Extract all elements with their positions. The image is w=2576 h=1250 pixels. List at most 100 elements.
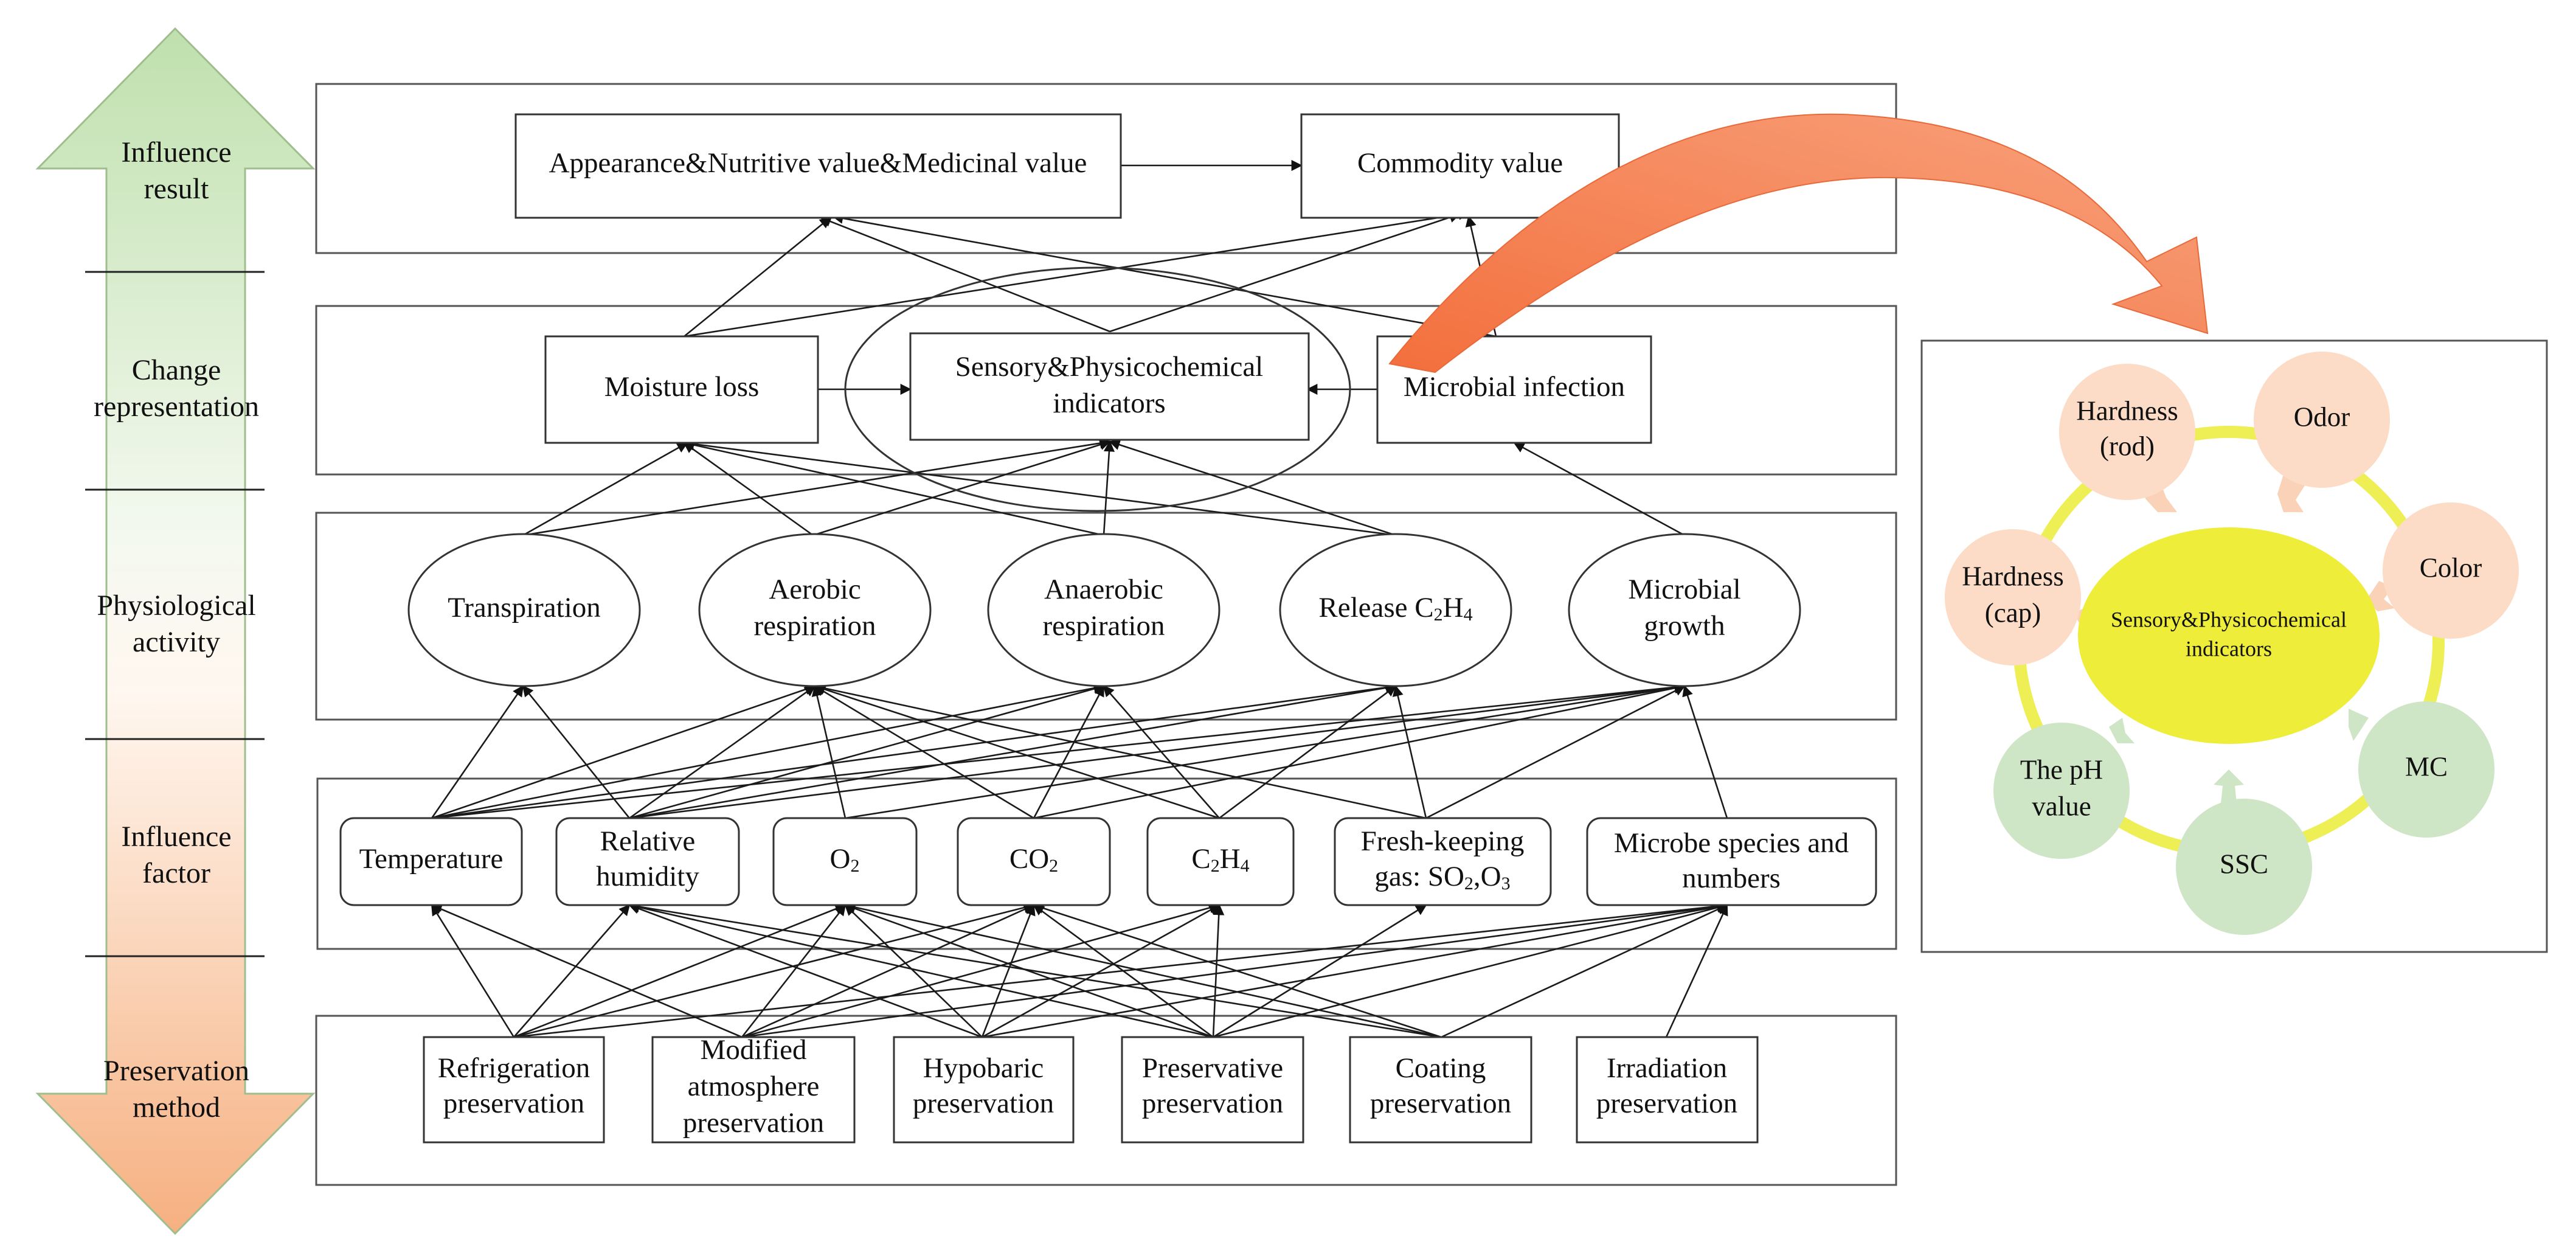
node-o2: O2 — [772, 817, 918, 906]
svg-text:preservation: preservation — [1142, 1088, 1283, 1119]
sensory-group-ellipse — [844, 266, 1351, 512]
svg-text:Preservation: Preservation — [103, 1055, 249, 1087]
svg-text:preservation: preservation — [1370, 1088, 1511, 1119]
svg-text:gas: SO2,O3: gas: SO2,O3 — [1374, 861, 1510, 894]
node-appearance-value: Appearance&Nutritive value&Medicinal val… — [514, 113, 1122, 219]
svg-text:Microbe species and: Microbe species and — [1614, 827, 1849, 859]
node-refrigeration: Refrigeration preservation — [423, 1036, 605, 1144]
svg-text:respiration: respiration — [1043, 610, 1165, 642]
node-modified-atmosphere: Modified atmosphere preservation — [651, 1034, 856, 1144]
panel-mc: MC — [2358, 701, 2495, 838]
svg-text:numbers: numbers — [1682, 863, 1781, 894]
svg-text:activity: activity — [133, 626, 220, 658]
svg-text:Anaerobic: Anaerobic — [1044, 574, 1163, 605]
svg-text:Preservative: Preservative — [1142, 1052, 1283, 1084]
node-microbial-growth: Microbial growth — [1568, 533, 1801, 687]
svg-text:method: method — [133, 1091, 220, 1123]
edges — [431, 159, 1728, 1038]
svg-text:C2H4: C2H4 — [1191, 843, 1249, 876]
svg-text:Relative: Relative — [600, 825, 696, 857]
svg-text:humidity: humidity — [596, 861, 699, 892]
svg-text:growth: growth — [1644, 610, 1725, 642]
svg-text:Transpiration: Transpiration — [448, 592, 601, 623]
svg-text:Microbial: Microbial — [1628, 574, 1740, 605]
svg-text:representation: representation — [94, 391, 259, 423]
svg-text:Moisture loss: Moisture loss — [604, 371, 760, 403]
node-temperature: Temperature — [339, 817, 523, 906]
svg-text:Hardness: Hardness — [1962, 561, 2063, 591]
side-label-physiological-activity: Physiological activity — [97, 589, 255, 658]
svg-text:value: value — [2032, 791, 2091, 821]
side-label-change-representation: Change representation — [94, 354, 259, 423]
svg-text:Influence: Influence — [121, 821, 231, 853]
svg-text:Microbial infection: Microbial infection — [1404, 371, 1625, 403]
svg-text:Irradiation: Irradiation — [1607, 1052, 1727, 1084]
node-transpiration: Transpiration — [407, 533, 641, 687]
svg-text:Sensory&Physicochemical: Sensory&Physicochemical — [955, 351, 1263, 383]
node-anaerobic-respiration: Anaerobic respiration — [987, 533, 1220, 687]
svg-text:CO2: CO2 — [1009, 843, 1058, 876]
node-aerobic-respiration: Aerobic respiration — [698, 533, 932, 687]
svg-text:preservation: preservation — [683, 1107, 824, 1139]
side-label-influence-factor: Influence factor — [121, 821, 231, 889]
svg-text:Refrigeration: Refrigeration — [438, 1052, 590, 1084]
svg-text:Sensory&Physicochemical: Sensory&Physicochemical — [2111, 607, 2347, 631]
svg-text:(rod): (rod) — [2100, 431, 2155, 461]
svg-text:result: result — [144, 173, 209, 205]
svg-text:preservation: preservation — [1596, 1088, 1737, 1119]
svg-text:Physiological: Physiological — [97, 589, 255, 622]
node-microbe-species: Microbe species and numbers — [1586, 817, 1877, 906]
tier-influence-factor — [316, 777, 1897, 950]
svg-text:Color: Color — [2420, 552, 2482, 583]
panel-hardness-rod: Hardness (rod) — [2059, 364, 2195, 500]
svg-text:Appearance&Nutritive value&Med: Appearance&Nutritive value&Medicinal val… — [549, 147, 1087, 179]
svg-text:Hardness: Hardness — [2076, 395, 2178, 426]
node-release-c2h4: Release C2H4 — [1279, 533, 1512, 687]
node-irradiation: Irradiation preservation — [1576, 1036, 1759, 1144]
tier-change-representation — [315, 305, 1897, 476]
svg-text:O2: O2 — [830, 843, 860, 876]
panel-odor: Odor — [2254, 352, 2390, 488]
svg-text:Fresh-keeping: Fresh-keeping — [1361, 825, 1525, 857]
svg-text:Change: Change — [132, 354, 221, 386]
node-moisture-loss: Moisture loss — [544, 335, 819, 444]
svg-text:Commodity value: Commodity value — [1357, 147, 1563, 179]
svg-text:The pH: The pH — [2020, 754, 2103, 785]
svg-text:Modified: Modified — [701, 1034, 807, 1066]
node-commodity-value: Commodity value — [1300, 113, 1620, 219]
node-preservative: Preservative preservation — [1121, 1036, 1304, 1144]
svg-text:atmosphere: atmosphere — [688, 1071, 820, 1102]
svg-text:indicators: indicators — [2186, 636, 2272, 661]
svg-text:Release C2H4: Release C2H4 — [1318, 592, 1472, 625]
node-hypobaric: Hypobaric preservation — [893, 1036, 1075, 1144]
panel-center-sensory: Sensory&Physicochemical indicators — [2078, 527, 2380, 744]
node-coating: Coating preservation — [1349, 1036, 1532, 1144]
svg-text:Influence: Influence — [121, 136, 231, 168]
svg-text:factor: factor — [142, 857, 210, 889]
curved-pointer-arrow — [1388, 113, 2209, 373]
svg-text:indicators: indicators — [1053, 387, 1165, 419]
side-label-preservation-method: Preservation method — [103, 1055, 249, 1123]
svg-text:Coating: Coating — [1396, 1052, 1486, 1084]
node-fresh-keeping-gas: Fresh-keeping gas: SO2,O3 — [1334, 817, 1552, 906]
panel-color: Color — [2383, 502, 2519, 639]
tier-physiological-activity — [315, 512, 1897, 721]
svg-text:Temperature: Temperature — [359, 843, 504, 875]
svg-text:SSC: SSC — [2220, 849, 2268, 879]
svg-text:(cap): (cap) — [1985, 597, 2041, 628]
panel-ssc: SSC — [2176, 799, 2312, 935]
svg-text:Hypobaric: Hypobaric — [923, 1052, 1044, 1084]
node-sensory-indicators: Sensory&Physicochemical indicators — [909, 332, 1310, 441]
panel-ph-value: The pH value — [1993, 723, 2130, 859]
svg-text:respiration: respiration — [754, 610, 876, 642]
node-co2: CO2 — [957, 817, 1111, 906]
node-c2h4: C2H4 — [1146, 817, 1295, 906]
node-relative-humidity: Relative humidity — [555, 817, 740, 906]
svg-text:preservation: preservation — [913, 1088, 1054, 1119]
svg-text:Odor: Odor — [2294, 401, 2350, 432]
side-axis-arrow — [35, 27, 316, 1235]
panel-hardness-cap: Hardness (cap) — [1945, 529, 2081, 665]
svg-text:preservation: preservation — [443, 1088, 584, 1119]
svg-text:MC: MC — [2405, 751, 2448, 782]
